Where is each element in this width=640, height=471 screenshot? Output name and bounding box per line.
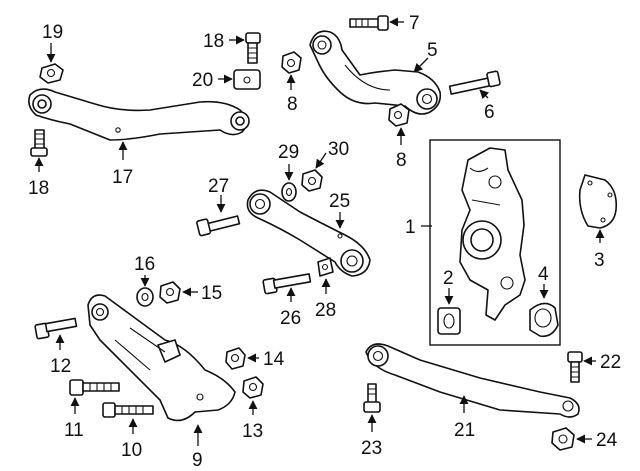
bolt-12 xyxy=(34,317,78,340)
nut-8-top xyxy=(281,51,302,74)
callout-3: 3 xyxy=(594,250,605,271)
callout-18-left: 18 xyxy=(28,178,49,199)
bushing-2 xyxy=(437,307,461,335)
callout-8-mid: 8 xyxy=(396,150,407,171)
callout-2: 2 xyxy=(443,268,454,289)
callout-8-top: 8 xyxy=(287,94,298,115)
callout-17: 17 xyxy=(112,167,133,188)
control-arm-5 xyxy=(309,30,442,115)
bolt-7 xyxy=(349,15,389,31)
nut-15 xyxy=(159,281,181,304)
nut-8-mid xyxy=(388,103,410,127)
callouts: 19 18 20 8 7 5 6 8 18 17 29 30 27 25 1 2 xyxy=(28,13,621,471)
callout-6: 6 xyxy=(484,102,495,123)
bolt-10 xyxy=(102,402,154,418)
callout-13: 13 xyxy=(242,421,263,442)
bolt-18-top xyxy=(245,32,261,64)
lateral-link-17 xyxy=(28,88,250,141)
nut-30 xyxy=(301,169,323,192)
callout-11: 11 xyxy=(64,420,84,441)
callout-29: 29 xyxy=(278,142,299,163)
bolt-27 xyxy=(196,215,241,237)
callout-12: 12 xyxy=(50,356,71,377)
bolt-23 xyxy=(363,383,381,413)
bushing-4 xyxy=(529,302,559,338)
bushing-20 xyxy=(233,69,261,90)
callout-30: 30 xyxy=(328,139,349,160)
bolt-26 xyxy=(262,273,312,295)
knuckle-group-box xyxy=(429,139,561,346)
bolt-6 xyxy=(448,70,501,95)
callout-16: 16 xyxy=(134,254,155,275)
shield-3 xyxy=(578,174,618,229)
link-21 xyxy=(365,343,580,418)
bolt-22 xyxy=(567,351,583,383)
nut-13 xyxy=(242,376,264,399)
callout-22: 22 xyxy=(600,352,621,373)
knuckle-1 xyxy=(429,139,561,346)
callout-4: 4 xyxy=(538,264,549,285)
callout-24: 24 xyxy=(596,430,618,451)
callout-15: 15 xyxy=(201,283,222,304)
callout-27: 27 xyxy=(208,176,229,197)
nut-24 xyxy=(551,427,575,451)
callout-1: 1 xyxy=(405,217,416,238)
bolt-18-left xyxy=(30,129,48,157)
callout-9: 9 xyxy=(192,450,203,471)
callout-21: 21 xyxy=(454,420,475,441)
washer-16 xyxy=(136,287,154,307)
washer-29 xyxy=(281,182,297,202)
callout-25: 25 xyxy=(329,191,350,212)
nut-14 xyxy=(225,347,246,370)
callout-14: 14 xyxy=(263,349,285,370)
callout-20: 20 xyxy=(192,70,213,91)
subframe-9 xyxy=(87,294,236,422)
cam-28 xyxy=(317,257,334,277)
callout-10: 10 xyxy=(121,440,142,461)
callout-7: 7 xyxy=(409,13,420,34)
callout-18-top: 18 xyxy=(203,31,224,52)
nut-19 xyxy=(39,63,64,84)
callout-5: 5 xyxy=(427,40,438,61)
callout-28: 28 xyxy=(315,300,336,321)
callout-26: 26 xyxy=(280,308,301,329)
bolt-11 xyxy=(69,379,120,396)
callout-19: 19 xyxy=(42,22,63,43)
callout-23: 23 xyxy=(361,438,382,459)
link-25 xyxy=(246,189,371,277)
